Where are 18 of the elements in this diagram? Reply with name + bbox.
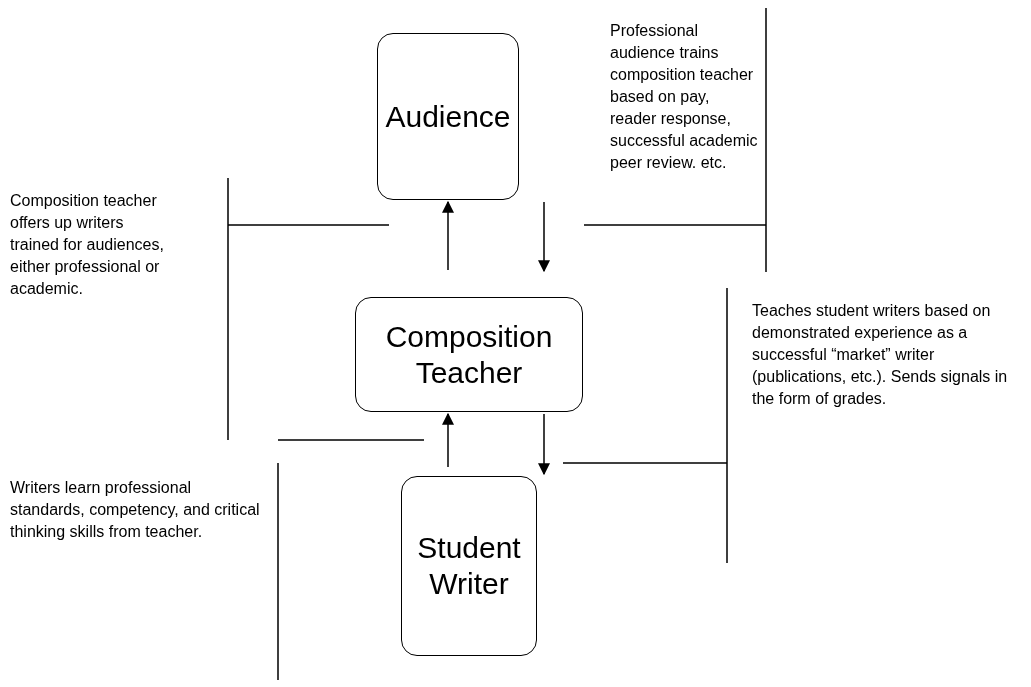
rounded-box	[401, 476, 537, 656]
node-label: Audience	[385, 98, 511, 135]
leader-line	[583, 7, 767, 273]
arrow	[442, 200, 454, 271]
rounded-box	[355, 297, 583, 412]
arrow	[442, 412, 454, 468]
leader-line	[562, 287, 728, 564]
leader-line	[227, 177, 390, 441]
node-label: Composition Teacher	[384, 318, 554, 391]
annotation-text: Teaches student writers based on demonstrated experience as a successful “market” writer (publications, etc.). Sends signals in the form of grades.	[752, 300, 1027, 410]
leader-line	[277, 439, 425, 681]
node-label: Student Writer	[416, 530, 522, 602]
arrow	[538, 413, 550, 476]
arrow	[538, 201, 550, 273]
rounded-box	[377, 33, 519, 200]
annotation-text: Composition teacher offers up writers trained for audiences, either professional or academic.	[10, 190, 175, 300]
annotation-text: Writers learn professional standards, competency, and critical thinking skills from teacher.	[10, 477, 270, 543]
annotation-text: Professional audience trains composition teacher based on pay, reader response, successful academic peer review. etc.	[610, 20, 760, 174]
